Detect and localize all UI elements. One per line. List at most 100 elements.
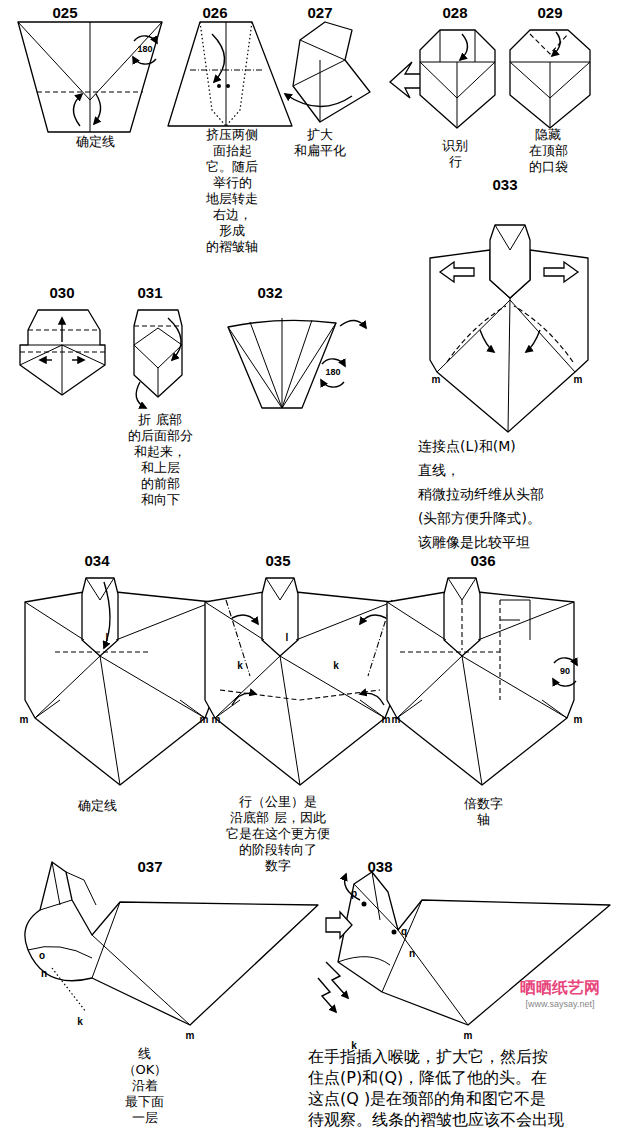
fold-line [66,872,96,905]
fold-line [552,32,560,56]
fold-line [544,262,578,282]
point-letter: l [286,632,289,644]
step-030-figure [20,310,105,395]
caption: 挤压两侧 面抬起 它。随后 举行的 地层转走 右边，形成 的褶皱轴 [206,127,258,255]
step-035-figure [205,578,392,785]
point-letter: p [351,888,357,900]
fold-line [52,968,86,1012]
fold-line [420,30,495,128]
step-number: 026 [202,4,227,22]
fold-line [200,22,252,126]
point-letter: l [106,632,109,644]
fold-line [168,22,292,126]
point-letter: m [186,1030,195,1042]
step-number: 028 [442,4,467,22]
fold-line [104,582,110,648]
step-031-figure [134,310,182,408]
fold-line [232,615,258,624]
fold-line [500,600,530,640]
step-034-figure [25,578,212,785]
step-027-figure [285,22,424,122]
point-letter: o [39,950,45,962]
step-032-figure [228,318,366,408]
fold-line [134,310,182,397]
fold-line [360,615,386,624]
fold-line [392,930,397,935]
point-letter: k [77,1016,83,1028]
point-letter: k [237,660,243,672]
fold-line [55,651,150,652]
fold-line [362,902,367,907]
fold-line [340,320,366,328]
point-letter: m [574,714,583,726]
fold-line [205,578,392,785]
caption: 倍数字 轴 [464,796,503,828]
fold-line [553,658,577,686]
fold-line [226,22,227,126]
fold-line [437,225,575,432]
caption: 扩大 和扁平化 [294,127,346,159]
point-letter: n [41,968,47,980]
step-038-figure [318,872,610,1025]
step-number: 025 [52,4,77,22]
fold-line [345,874,360,900]
caption: 行（公里）是 沿底部 层，因此 它是在这个更方便 的阶段转向了 数字 [226,794,330,874]
step-number: 027 [307,4,332,22]
fold-line [285,94,352,107]
step-036-figure [387,578,577,785]
fold-line [28,946,92,958]
step-033-figure [430,225,588,432]
fold-line [40,359,52,360]
rotation-number: 180 [325,367,340,378]
step-number: 035 [265,552,290,570]
fold-line [293,22,370,122]
point-letter: n [409,948,415,960]
fold-line [136,382,146,408]
step-037-figure [25,862,318,1025]
step-number: 033 [492,176,517,194]
point-letter: m [432,374,441,386]
fold-line [73,94,82,126]
step-number: 029 [537,4,562,22]
step-028-figure [420,30,495,128]
fold-line [20,310,105,395]
caption: 确定线 [78,798,117,814]
step-029-figure [510,30,590,128]
point-letter: m [574,374,583,386]
fold-line [232,693,256,705]
fold-line [490,225,530,298]
step-number: 032 [257,284,282,302]
step-number: 037 [137,858,162,876]
caption: 识别 行 [442,138,468,170]
step-number: 031 [137,284,162,302]
fold-line [25,578,212,785]
fold-line [460,34,468,60]
watermark-url: [www.saysay.net] [526,999,595,1010]
point-letter: m [464,1030,473,1042]
step-number: 034 [84,552,109,570]
fold-line [212,34,225,82]
caption: 确定线 [76,134,115,150]
fold-line [530,34,568,54]
fold-line [40,862,190,1025]
fold-line [360,693,384,705]
point-letter: m [20,714,29,726]
fold-line [190,69,262,70]
fold-line [226,600,392,676]
fold-line [72,359,84,360]
point-letter: m [212,714,221,726]
fold-line [338,957,390,965]
fold-line [94,94,101,124]
fold-line [217,84,221,88]
fold-line [480,330,494,352]
fold-line [326,912,352,938]
caption: 在手指插入喉咙，扩大它，然后按 住点(P)和(Q)，降低了他的头。在 这点(Q … [308,1046,578,1130]
fold-line [133,36,157,64]
point-letter: q [401,926,407,938]
caption: 隐藏 在顶部 的口袋 [529,127,568,175]
fold-line [18,22,162,132]
fold-line [420,30,495,128]
fold-line [354,872,468,1025]
step-number: 030 [49,284,74,302]
